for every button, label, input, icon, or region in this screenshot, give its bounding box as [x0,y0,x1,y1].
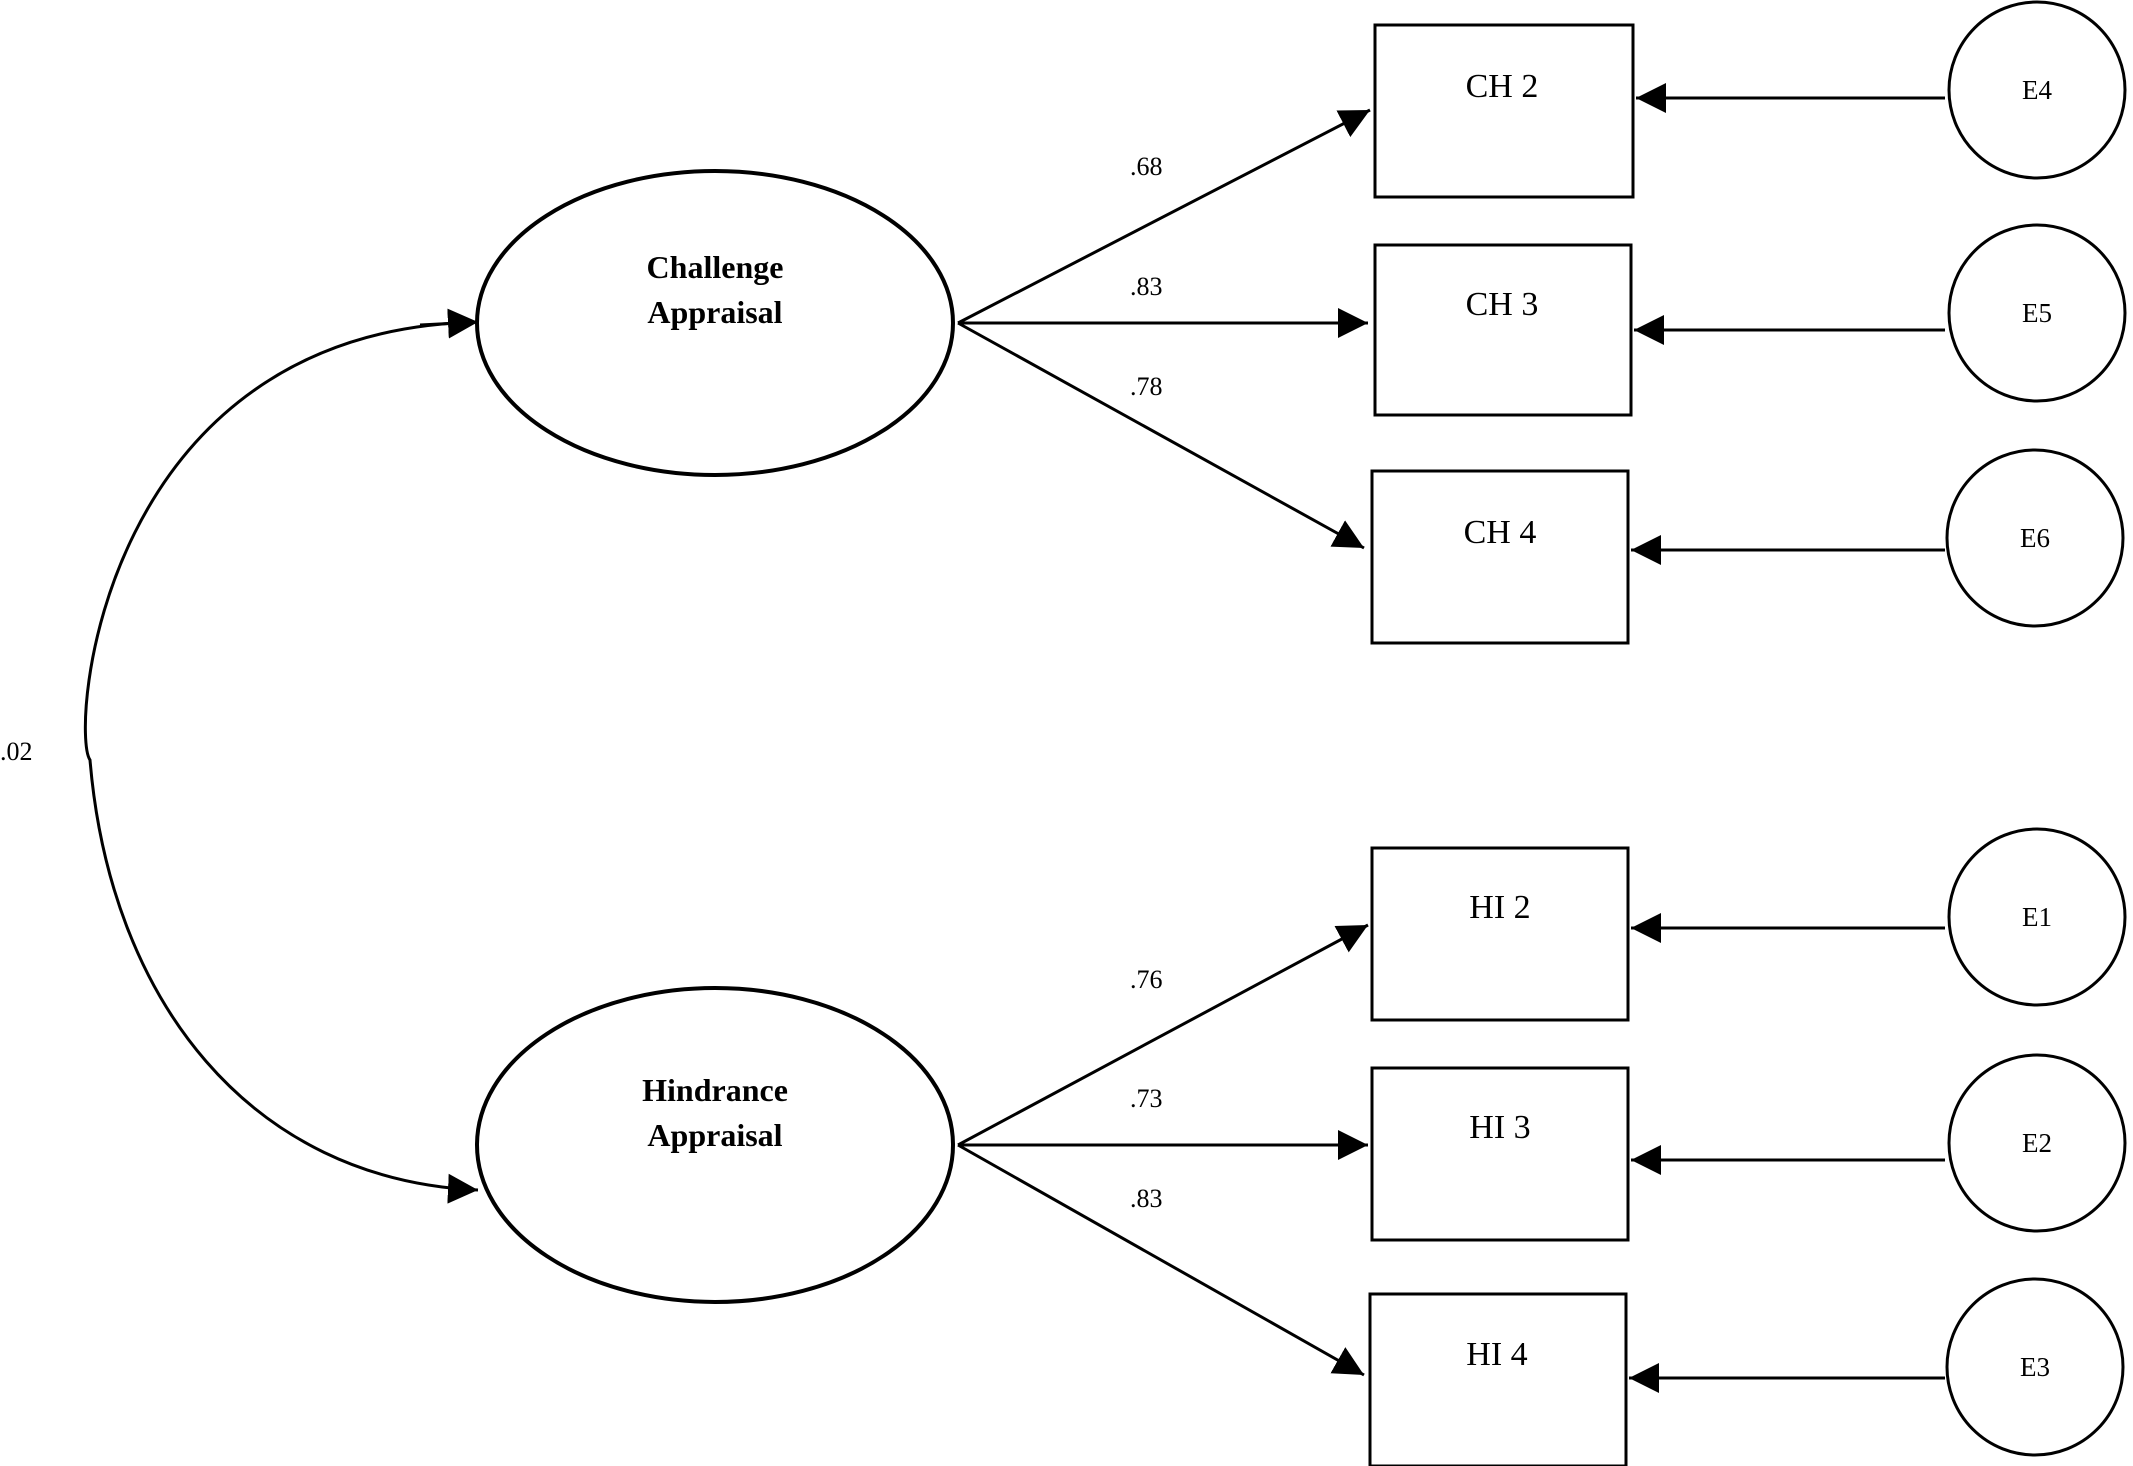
loading-hi3: .73 [1130,1084,1163,1113]
indicator-ch4 [1370,469,1630,645]
loading-ch2: .68 [1130,152,1163,181]
path-hindrance-hi2 [957,923,1369,1147]
latent-hindrance-appraisal [475,986,955,1304]
error-e3-label: E3 [2020,1352,2050,1382]
loading-hi2: .76 [1130,965,1163,994]
indicator-ch2 [1373,23,1635,199]
indicator-hi2-label: HI 2 [1469,889,1530,926]
indicator-ch4-label: CH 4 [1464,514,1537,551]
error-e1-label: E1 [2022,902,2052,932]
indicator-ch3-label: CH 3 [1466,286,1539,323]
path-challenge-ch2 [957,108,1371,325]
indicator-hi4-label: HI 4 [1466,1336,1527,1373]
indicator-ch3 [1373,243,1633,417]
latent-challenge-line2: Appraisal [647,294,782,330]
indicator-hi3-label: HI 3 [1469,1109,1530,1146]
error-e4 [1947,0,2127,180]
loading-hi4: .83 [1130,1184,1163,1213]
covariance-label: .02 [0,737,33,766]
error-e2 [1947,1053,2127,1233]
error-e6-label: E6 [2020,523,2050,553]
indicator-ch2-label: CH 2 [1466,68,1539,105]
indicator-hi4 [1368,1292,1628,1466]
error-e5-label: E5 [2022,298,2052,328]
covariance-arc [83,320,479,1204]
latent-hindrance-line1: Hindrance [642,1072,788,1108]
path-challenge-ch4 [957,321,1365,550]
error-e6 [1945,448,2125,628]
indicator-hi2 [1370,846,1630,1022]
indicator-hi3 [1370,1066,1630,1242]
error-e1 [1947,827,2127,1007]
latent-hindrance-line2: Appraisal [647,1117,782,1153]
error-e4-label: E4 [2022,75,2052,105]
error-e2-label: E2 [2022,1128,2052,1158]
loading-ch3: .83 [1130,272,1163,301]
latent-challenge-appraisal [475,169,955,477]
covariance-arc-start-arrow [419,308,479,339]
latent-challenge-line1: Challenge [647,249,784,285]
error-e3 [1945,1277,2125,1457]
error-e5 [1947,223,2127,403]
loading-ch4: .78 [1130,372,1163,401]
path-hindrance-hi4 [957,1143,1365,1377]
